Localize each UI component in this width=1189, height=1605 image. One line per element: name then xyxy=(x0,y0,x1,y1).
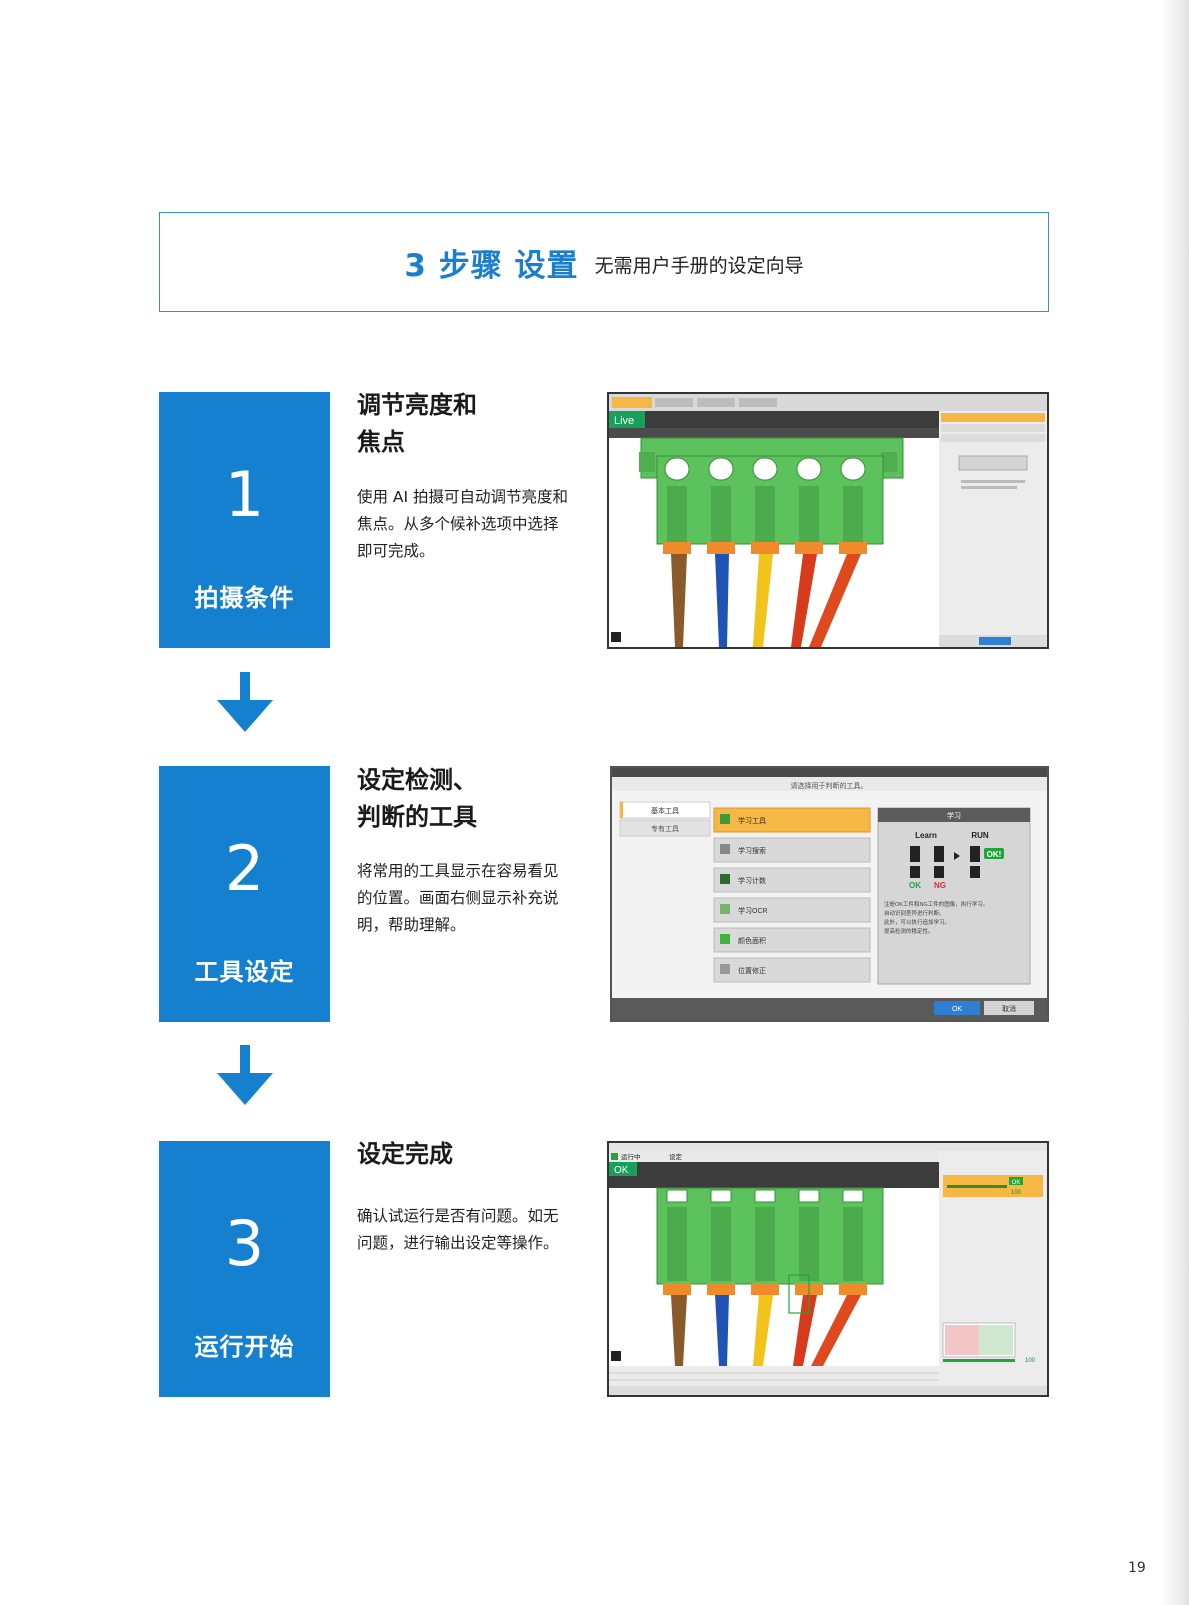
step-1-text-line: 即可完成。 xyxy=(357,542,435,560)
result-value: 100 xyxy=(1011,1190,1022,1196)
live-label: Live xyxy=(614,415,634,427)
tool-item-position-correction: 位置修正 xyxy=(738,966,766,975)
down-arrow-icon xyxy=(217,672,273,732)
step-2-description: 将常用的工具显示在容易看见 的位置。画面右侧显示补充说 明，帮助理解。 xyxy=(357,858,587,939)
step-1-box: 1 拍摄条件 xyxy=(159,392,330,648)
tab-basic-tools: 基本工具 xyxy=(651,806,679,815)
ng-label: NG xyxy=(934,881,946,890)
step-2-heading: 设定检测、 判断的工具 xyxy=(357,762,587,836)
panel-text-line: 注册OK工件和NG工件的图像，执行学习。 xyxy=(884,900,988,908)
step-1-text-line: 使用 AI 拍摄可自动调节亮度和 xyxy=(357,488,569,506)
tool-item-learning-count: 学习计数 xyxy=(738,876,766,885)
step-3-description: 确认试运行是否有问题。如无 问题，进行输出设定等操作。 xyxy=(357,1203,587,1257)
step-1-screenshot-art: Live xyxy=(609,394,1047,647)
step-2-text-line: 的位置。画面右侧显示补充说 xyxy=(357,889,559,907)
tool-item-learning-search: 学习搜索 xyxy=(738,846,766,855)
step-1-heading: 调节亮度和 焦点 xyxy=(357,387,587,461)
tool-prompt: 请选择用于判断的工具。 xyxy=(791,781,868,790)
panel-text-line: 提高检测的稳定性。 xyxy=(884,927,934,935)
step-3-box: 3 运行开始 xyxy=(159,1141,330,1397)
ok-button: OK xyxy=(952,1006,962,1013)
step-3-text-line: 确认试运行是否有问题。如无 xyxy=(357,1207,559,1225)
ok-badge: OK! xyxy=(987,850,1002,859)
step-1-label: 拍摄条件 xyxy=(194,584,295,612)
step-3-screenshot-art: 运行中 设定 OK xyxy=(609,1143,1047,1395)
step-3-label: 运行开始 xyxy=(194,1333,295,1361)
step-1-screenshot: Live xyxy=(607,392,1049,649)
tool-item-learning-ocr: 学习OCR xyxy=(738,906,768,915)
step-3-heading-line1: 设定完成 xyxy=(357,1140,453,1168)
step-2-screenshot-art: 请选择用于判断的工具。 基本工具 专有工具 学习工具 学习搜索 学习计数 学习O… xyxy=(612,768,1047,1020)
step-1-description: 使用 AI 拍摄可自动调节亮度和 焦点。从多个候补选项中选择 即可完成。 xyxy=(357,484,587,565)
step-2-box: 2 工具设定 xyxy=(159,766,330,1022)
step-1-heading-line1: 调节亮度和 xyxy=(357,391,477,419)
tool-item-learning: 学习工具 xyxy=(738,816,766,825)
step-1-number: 1 xyxy=(224,458,265,531)
step-1-text-line: 焦点。从多个候补选项中选择 xyxy=(357,515,559,533)
step-3-text-line: 问题，进行输出设定等操作。 xyxy=(357,1234,559,1252)
step-3-number: 3 xyxy=(224,1207,265,1280)
panel-title: 学习 xyxy=(947,811,961,820)
step-2-screenshot: 请选择用于判断的工具。 基本工具 专有工具 学习工具 学习搜索 学习计数 学习O… xyxy=(610,766,1049,1022)
step-3-heading: 设定完成 xyxy=(357,1136,587,1173)
mode-label: 运行中 xyxy=(621,1152,641,1161)
result-ok-badge: OK xyxy=(1012,1180,1021,1186)
down-arrow-icon xyxy=(217,1045,273,1105)
panel-text-line: 自动识别差异进行判断。 xyxy=(884,909,945,917)
bottom-value: 100 xyxy=(1025,1358,1036,1364)
step-2-heading-line1: 设定检测、 xyxy=(357,766,477,794)
header-box: 3 步骤 设置 无需用户手册的设定向导 xyxy=(159,212,1049,312)
setting-label: 设定 xyxy=(669,1152,683,1161)
tab-special-tools: 专有工具 xyxy=(651,824,679,833)
step-2-number: 2 xyxy=(224,832,265,905)
step-3-screenshot: 运行中 设定 OK xyxy=(607,1141,1049,1397)
tool-item-color-area: 颜色面积 xyxy=(738,936,766,945)
step-2-text-line: 将常用的工具显示在容易看见 xyxy=(357,862,559,880)
status-ok-label: OK xyxy=(614,1165,629,1176)
page-number: 19 xyxy=(1128,1560,1146,1576)
step-2-label: 工具设定 xyxy=(194,958,295,986)
ok-label: OK xyxy=(909,881,921,890)
header-title: 3 步骤 设置 xyxy=(404,247,579,284)
step-2-heading-line2: 判断的工具 xyxy=(357,803,477,831)
step-2-text-line: 明，帮助理解。 xyxy=(357,916,466,934)
header-subtitle: 无需用户手册的设定向导 xyxy=(594,254,804,277)
cancel-button: 取消 xyxy=(1002,1004,1016,1013)
page-edge-shadow xyxy=(1161,0,1189,1605)
step-1-heading-line2: 焦点 xyxy=(357,428,405,456)
panel-text-line: 此外，可以执行追加学习。 xyxy=(884,918,950,926)
learn-label: Learn xyxy=(915,831,937,840)
run-label: RUN xyxy=(971,831,989,840)
